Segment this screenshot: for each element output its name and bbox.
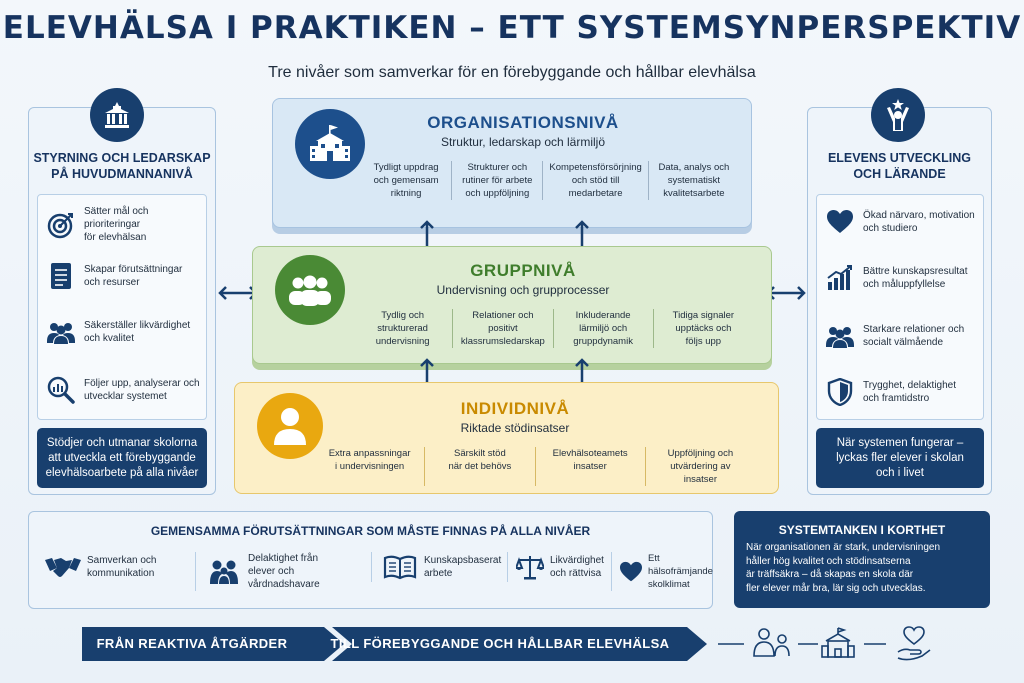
group-icon [46,317,76,347]
organisation-level-title: ORGANISATIONSNIVÅ [427,113,619,132]
target-icon [46,210,76,240]
organisation-level: ORGANISATIONSNIVÅ Struktur, ledarskap oc… [272,98,752,228]
scales-icon [516,552,544,582]
banner-to-text: TILL FÖREBYGGANDE OCH HÅLLBAR ELEVHÄLSA [330,636,670,651]
heart-icon [618,557,644,587]
group-level-title: GRUPPNIVÅ [470,261,576,280]
system-summary-text: När organisationen är stark, undervisnin… [746,542,940,594]
student-star-icon [871,88,925,142]
school-building-icon [295,109,365,179]
handshake-icon [45,552,81,582]
open-book-icon [382,552,418,582]
analytics-magnifier-icon [46,375,76,405]
document-icon [46,261,76,291]
heart-icon [825,207,855,237]
page-subtitle: Tre nivåer som samverkar för en förebygg… [268,64,756,81]
group-level: GRUPPNIVÅ Undervisning och grupprocesser… [252,246,772,364]
person-icon [257,393,323,459]
double-arrow-right-icon [766,286,806,300]
banner-arrow [82,627,707,661]
shield-icon [825,377,855,407]
individual-level-title: INDIVIDNIVÅ [460,399,570,418]
group-level-subtitle: Undervisning och grupprocesser [436,283,610,297]
organisation-level-subtitle: Struktur, ledarskap och lärmiljö [440,135,606,149]
town-hall-icon [90,88,144,142]
people-icon [825,321,855,351]
banner-icons [718,626,931,661]
banner-from-text: FRÅN REAKTIVA ÅTGÄRDER [96,636,288,651]
growth-chart-icon [825,263,855,293]
system-summary-title: SYSTEMTANKEN I KORTHET [778,523,946,537]
common-conditions-title: GEMENSAMMA FÖRUTSÄTTNINGAR SOM MÅSTE FIN… [150,524,591,538]
system-summary-panel: SYSTEMTANKEN I KORTHET När organisatione… [734,511,990,608]
family-icon [206,557,242,587]
school-outline-icon [821,627,855,658]
common-conditions-panel: GEMENSAMMA FÖRUTSÄTTNINGAR SOM MÅSTE FIN… [28,511,713,609]
individual-level-subtitle: Riktade stödinsatser [460,421,570,435]
page-title: ELEVHÄLSA I PRAKTIKEN – ETT SYSTEMSYNPER… [2,10,1022,46]
student-development-summary: När systemen fungerar –lyckas fler eleve… [816,428,984,488]
individual-level: INDIVIDNIVÅ Riktade stödinsatser Extra a… [234,382,779,494]
heart-hand-icon [897,626,931,661]
group-people-icon [275,255,345,325]
people-outline-icon [753,628,790,657]
